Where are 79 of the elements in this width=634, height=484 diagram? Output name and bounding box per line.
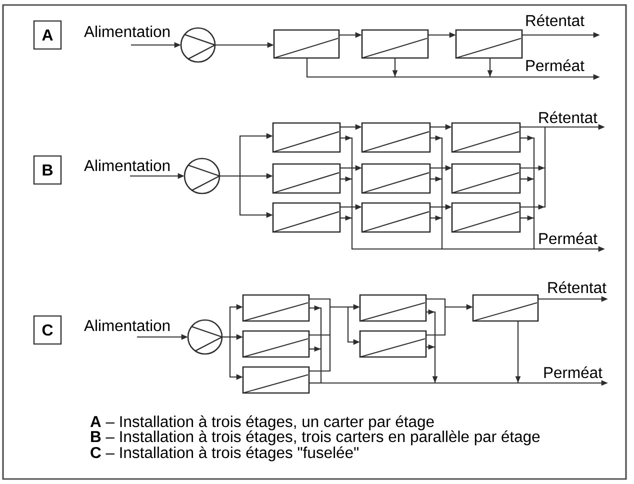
flow-line: [441, 179, 443, 218]
membrane-module: [272, 163, 341, 194]
flow-line: [309, 298, 331, 307]
key-text: A – Installation à trois étages, un carter par étage: [90, 415, 434, 430]
flow-arrow: [520, 215, 534, 221]
stream-label: Alimentation: [84, 320, 170, 332]
flow-line: [306, 58, 395, 78]
membrane-module: [451, 202, 521, 233]
flow-line: [435, 382, 518, 384]
stream-label: Rétentat: [526, 14, 584, 26]
membrane-module: [242, 330, 310, 358]
flow-line: [426, 307, 446, 336]
flow-line: [330, 306, 348, 308]
flow-line: [442, 248, 534, 250]
flow-arrow: [520, 135, 535, 179]
membrane-module: [361, 29, 429, 59]
membrane-module: [451, 122, 521, 153]
flow-line: [222, 336, 230, 338]
pump-symbol: [180, 27, 217, 63]
membrane-module: [451, 163, 521, 194]
membrane-module: [361, 163, 431, 194]
pump-symbol: [187, 319, 224, 355]
membrane-module: [359, 294, 427, 322]
flow-arrow: [340, 176, 352, 182]
flow-line: [321, 382, 435, 384]
membrane-module: [272, 122, 341, 153]
flow-arrow: [487, 58, 493, 77]
flow-line: [309, 335, 331, 372]
flow-arrow: [309, 346, 321, 352]
stream-label: Perméat: [526, 59, 584, 72]
flow-arrow: [426, 344, 435, 350]
flow-line: [351, 218, 442, 250]
flow-arrow: [430, 176, 442, 182]
flow-line: [329, 307, 331, 335]
flow-line: [544, 127, 546, 168]
flow-line: [441, 218, 443, 249]
membrane-module: [361, 202, 431, 233]
membrane-module: [242, 366, 310, 394]
stream-label: Perméat: [539, 232, 598, 244]
flow-arrow: [426, 309, 436, 347]
flow-line: [533, 179, 535, 218]
flow-line: [533, 218, 535, 249]
membrane-module: [242, 294, 310, 322]
stream-label: Alimentation: [84, 26, 170, 38]
flow-arrow: [430, 135, 443, 179]
flow-line: [309, 382, 321, 384]
membrane-module: [272, 202, 341, 233]
membrane-module: [361, 122, 431, 153]
panel-letter-box: C: [33, 315, 62, 345]
flow-arrow: [515, 321, 521, 383]
membrane-module: [455, 29, 523, 59]
flow-line: [395, 76, 490, 78]
panel-letter-box: A: [33, 20, 62, 50]
flow-arrow: [340, 135, 353, 179]
stream-label: Alimentation: [84, 160, 170, 172]
flow-arrow: [520, 168, 546, 210]
flow-line: [520, 126, 545, 128]
flow-line: [309, 334, 330, 336]
flow-line: [320, 349, 322, 383]
flow-arrow: [340, 215, 352, 221]
flow-arrow: [309, 305, 322, 349]
panel-letter-box: B: [33, 155, 62, 185]
stream-label: Rétentat: [548, 281, 606, 294]
flow-arrow: [520, 165, 545, 171]
flow-arrow: [432, 347, 438, 383]
flow-arrow: [392, 58, 398, 77]
flow-line: [351, 179, 353, 218]
flow-arrow: [430, 215, 442, 221]
flow-line: [426, 298, 446, 307]
membrane-module: [273, 29, 340, 59]
membrane-module: [472, 294, 539, 322]
flow-line: [220, 175, 240, 177]
pump-symbol: [184, 158, 222, 194]
flow-arrow: [520, 176, 534, 182]
stream-label: Rétentat: [539, 111, 598, 124]
key-text: B – Installation à trois étages, trois carters en parallèle par étage: [91, 430, 540, 446]
key-text: C – Installation à trois étages "fuselée": [90, 446, 358, 462]
stream-label: Perméat: [544, 366, 602, 378]
membrane-module: [359, 330, 427, 358]
